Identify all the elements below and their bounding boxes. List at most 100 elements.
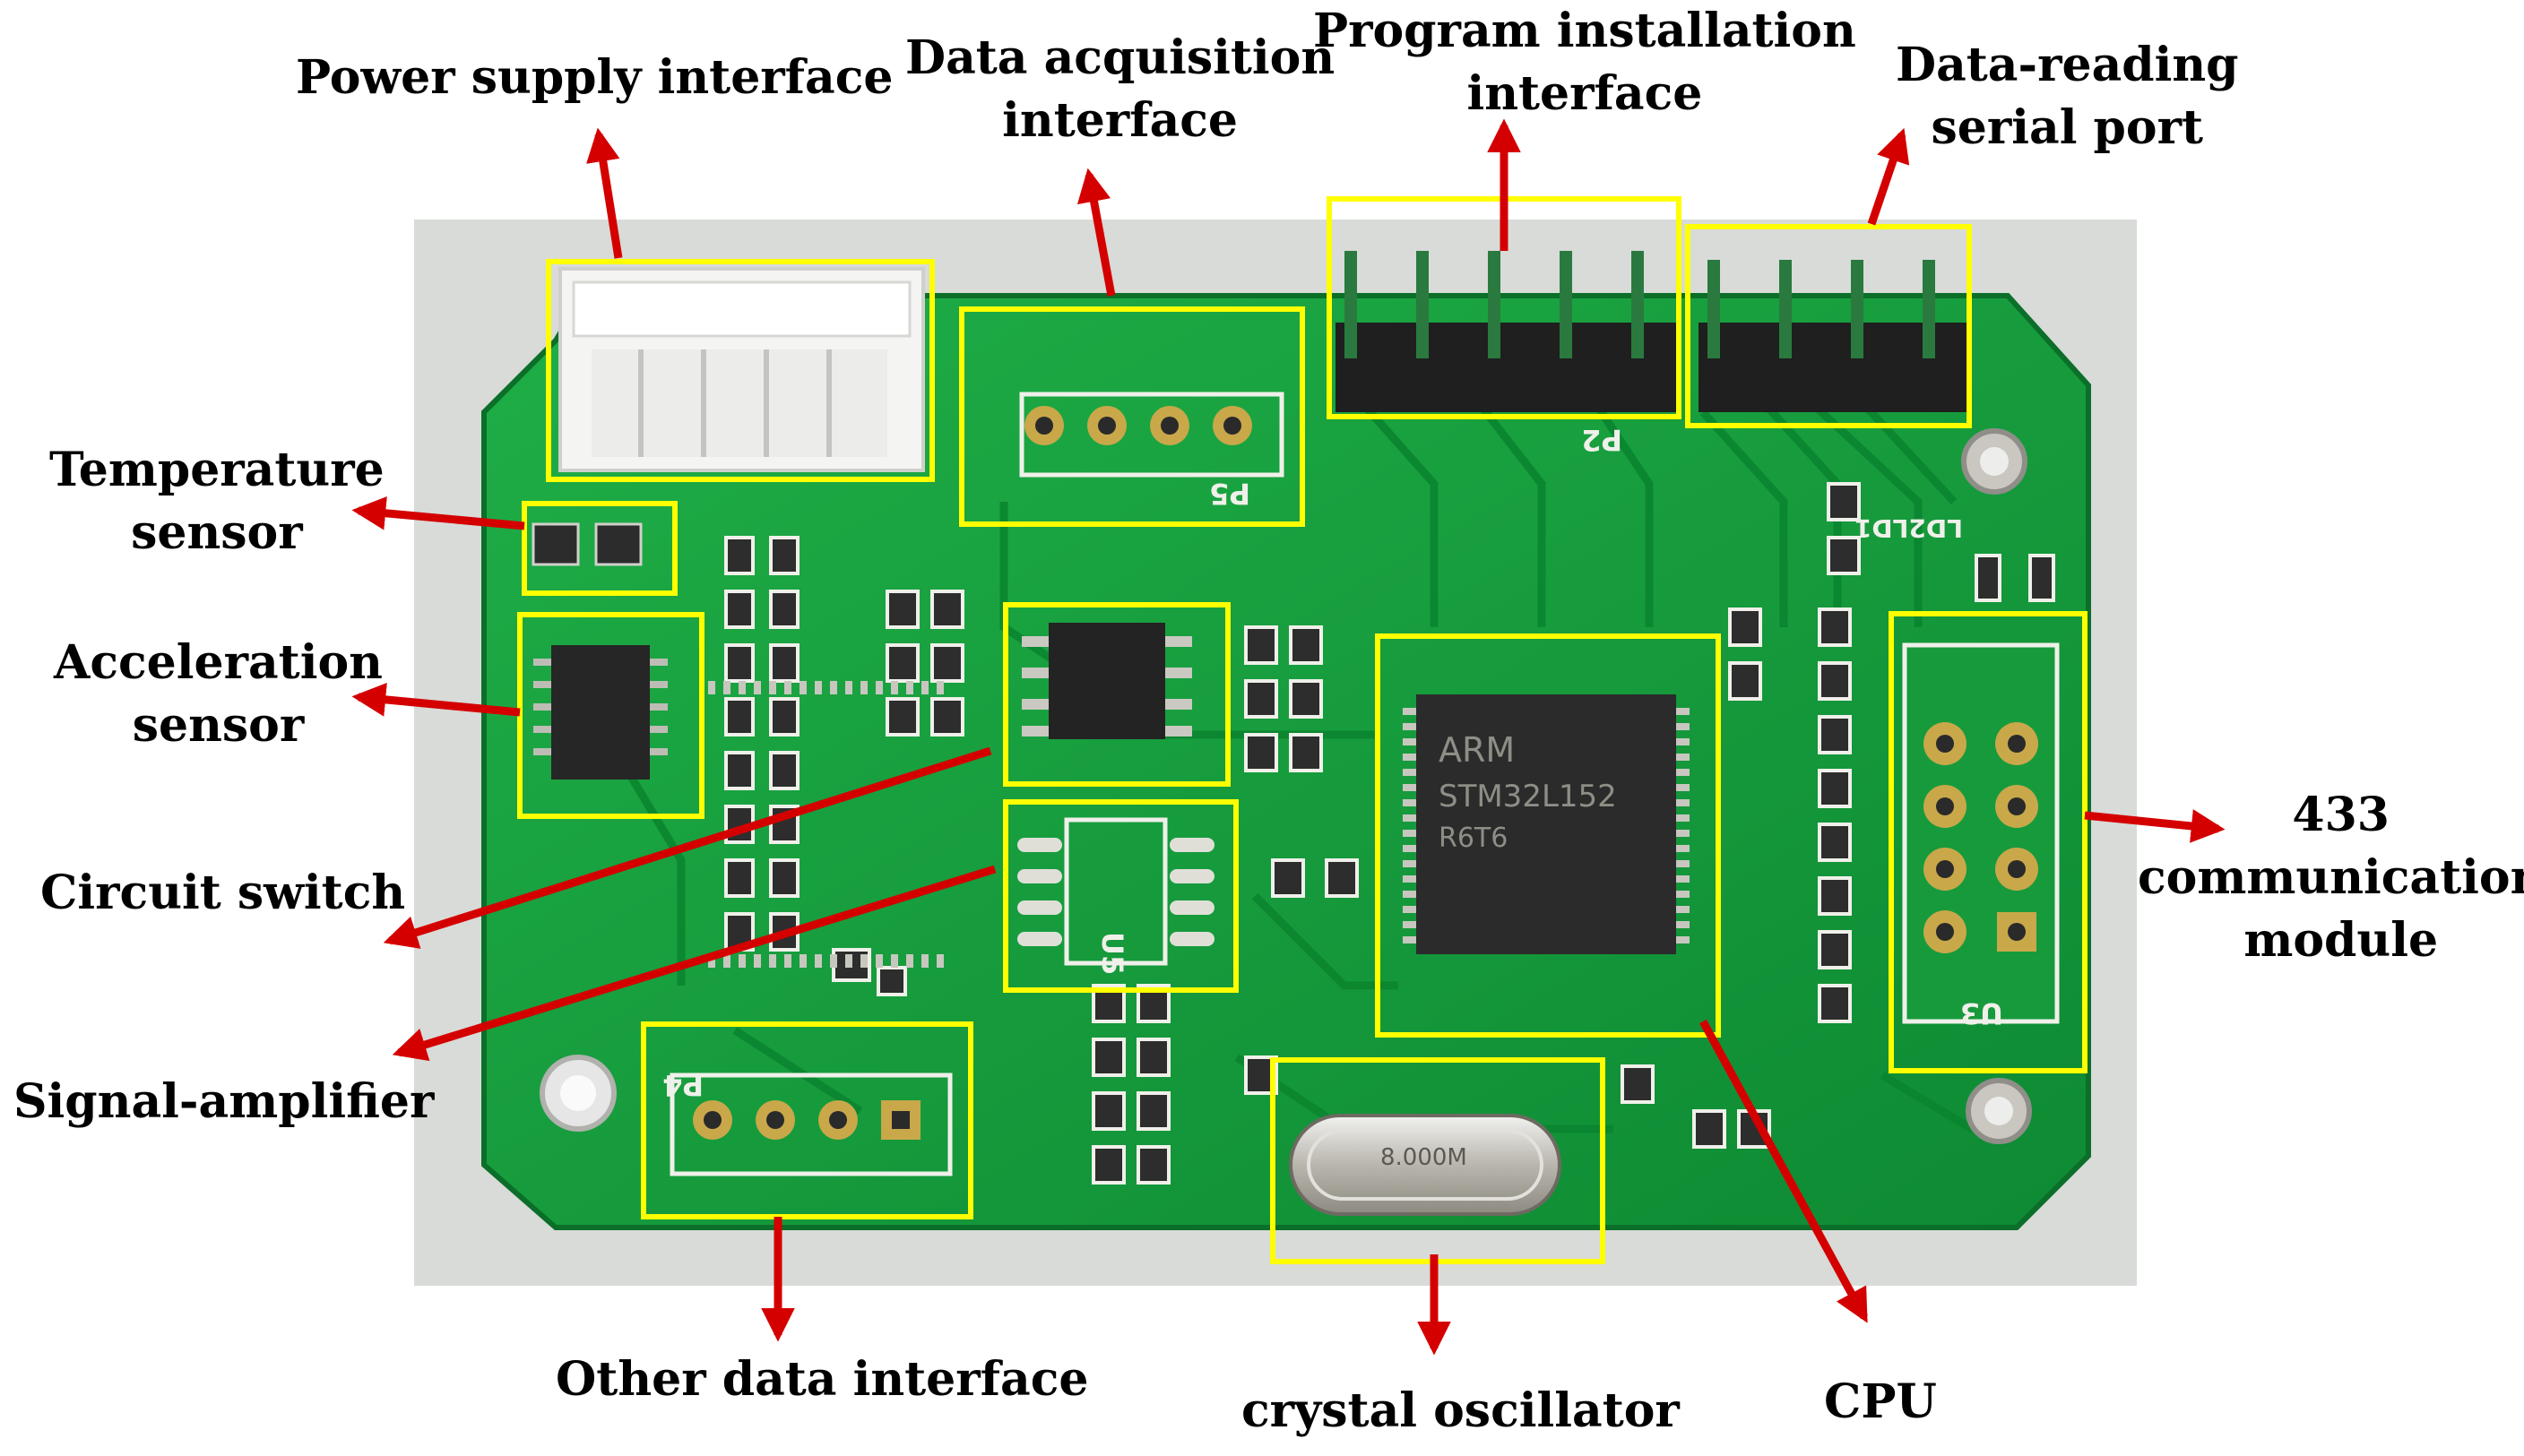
- silk-u3: U3: [1960, 996, 2003, 1030]
- cpu-pin: [1403, 738, 1416, 745]
- box-temperature-sensor: [522, 501, 678, 596]
- cpu-pin: [815, 681, 822, 694]
- box-signal-amplifier: [1003, 799, 1239, 993]
- arrow-acceleration-sensor: [351, 683, 521, 717]
- comm-module-hole-center: [2008, 797, 2026, 815]
- label-comm-module: 433 communication module: [2138, 788, 2524, 968]
- cpu-pin: [1403, 860, 1416, 867]
- cpu-pin: [769, 954, 776, 968]
- annotation-arrows: [351, 118, 2226, 1356]
- cpu-pin: [1676, 830, 1690, 837]
- label-acceleration-sensor: Acceleration sensor: [54, 635, 383, 753]
- cpu-pin: [921, 681, 929, 694]
- smd-components: [724, 482, 2055, 1185]
- silk-p5: P5: [1209, 477, 1250, 511]
- cpu-pin: [723, 954, 730, 968]
- comm-module-hole-center: [2008, 923, 2026, 941]
- comm-module-hole-center: [2008, 860, 2026, 878]
- cpu-pin: [1676, 799, 1690, 806]
- p4-header: [670, 1073, 953, 1176]
- cpu-pin: [1403, 814, 1416, 822]
- cpu-pin: [708, 681, 715, 694]
- cpu-pin: [754, 954, 761, 968]
- cpu-pin: [1403, 830, 1416, 837]
- label-power-supply: Power supply interface: [296, 50, 894, 105]
- cpu-pin: [860, 954, 868, 968]
- arrow-data-acquisition: [1076, 168, 1116, 297]
- cpu-pin: [800, 954, 807, 968]
- comm-module-hole-center: [1936, 735, 1954, 753]
- label-data-reading: Data-reading serial port: [1896, 38, 2239, 155]
- comm-module-hole-center: [1936, 860, 1954, 878]
- cpu-pin: [1403, 799, 1416, 806]
- cpu-pin: [845, 681, 852, 694]
- cpu-pin: [739, 681, 746, 694]
- power-connector: [558, 267, 925, 472]
- acceleration-sensor-chip: [533, 645, 668, 780]
- cpu-pin: [1403, 921, 1416, 928]
- cpu-pin: [891, 681, 898, 694]
- cpu-pin: [830, 681, 837, 694]
- cpu-pin: [1403, 784, 1416, 791]
- cpu-pin: [1676, 921, 1690, 928]
- cpu-pin: [937, 681, 944, 694]
- cpu-part-text: STM32L152: [1439, 779, 1617, 814]
- cpu-pin: [1676, 754, 1690, 761]
- cpu-pin: [1676, 875, 1690, 883]
- cpu-pin: [1403, 708, 1416, 715]
- cpu-pin: [876, 954, 883, 968]
- silk-p4: P4: [662, 1068, 704, 1102]
- box-cpu: [1375, 633, 1721, 1038]
- cpu-pin: [1403, 891, 1416, 898]
- cpu-pin: [845, 954, 852, 968]
- mounting-holes: [540, 428, 2032, 1144]
- cpu-pin: [1676, 723, 1690, 730]
- cpu-pin: [1403, 906, 1416, 913]
- cpu-pin: [1676, 814, 1690, 822]
- arrow-circuit-switch: [383, 746, 992, 949]
- label-circuit-switch: Circuit switch: [40, 866, 406, 920]
- label-other-data: Other data interface: [556, 1352, 1089, 1407]
- cpu-pin: [800, 681, 807, 694]
- cpu-pin: [769, 681, 776, 694]
- cpu-pin: [921, 954, 929, 968]
- comm-module-hole-center: [2008, 735, 2026, 753]
- comm-module-holes: [1923, 722, 2038, 953]
- label-temperature-sensor: Temperature sensor: [49, 443, 385, 560]
- p5-header: [1019, 392, 1284, 478]
- cpu-pin: [1403, 754, 1416, 761]
- cpu-pin: [1403, 723, 1416, 730]
- arrow-signal-amplifier: [392, 865, 997, 1062]
- arrow-power-supply: [586, 127, 623, 259]
- arrow-comm-module: [2084, 809, 2226, 843]
- cpu-pin: [1676, 860, 1690, 867]
- arrow-temperature-sensor: [351, 495, 525, 530]
- box-power-supply: [546, 259, 935, 482]
- cpu-pin: [891, 954, 898, 968]
- cpu-pin: [754, 681, 761, 694]
- arrow-data-reading: [1867, 127, 1910, 226]
- cpu-pin: [1676, 708, 1690, 715]
- cpu-brand-text: ARM: [1439, 730, 1515, 770]
- cpu-pin: [876, 681, 883, 694]
- temperature-sensor-chip: [532, 522, 643, 566]
- cpu-pin: [1676, 784, 1690, 791]
- cpu-pin: [1676, 769, 1690, 776]
- cpu-pin: [784, 681, 791, 694]
- label-signal-amplifier: Signal-amplifier: [13, 1074, 435, 1129]
- box-other-data: [641, 1021, 973, 1219]
- crystal-marking: 8.000M: [1380, 1144, 1467, 1171]
- comm-module-pads: [1902, 642, 2060, 1024]
- cpu-pin: [784, 954, 791, 968]
- highlight-boxes: [517, 196, 2087, 1264]
- comm-module-hole-center: [1936, 797, 1954, 815]
- label-cpu: CPU: [1824, 1374, 1937, 1429]
- comm-module-hole-center: [1936, 923, 1954, 941]
- label-data-acquisition: Data acquisition interface: [905, 30, 1335, 148]
- serial-header: [1699, 260, 1967, 412]
- cpu-pin: [1676, 906, 1690, 913]
- cpu-sub-text: R6T6: [1439, 823, 1508, 854]
- box-comm-module: [1889, 611, 2087, 1073]
- cpu-pin: [906, 954, 913, 968]
